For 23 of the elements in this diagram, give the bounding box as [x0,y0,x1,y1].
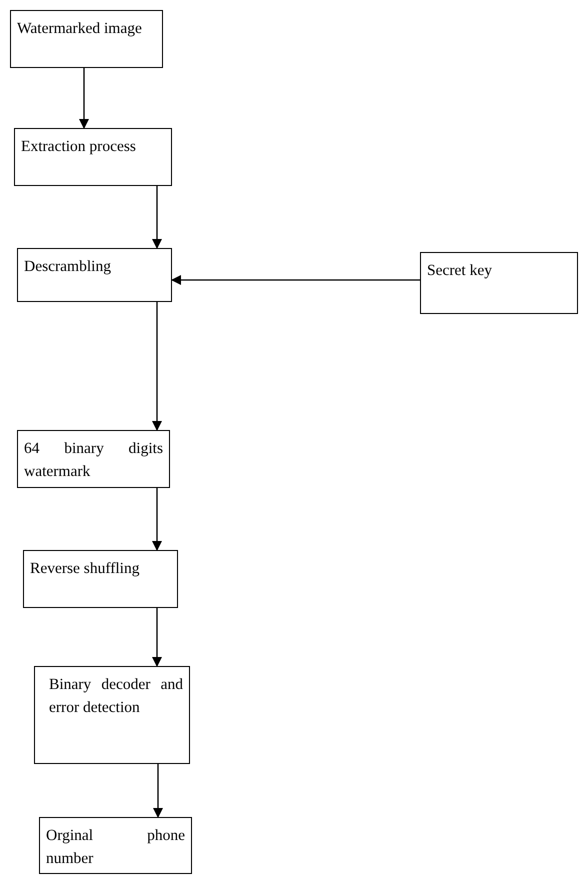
box-label: Descrambling [24,257,112,277]
box-label: Binary decoder and error detection [49,675,183,718]
arrow [152,488,162,551]
arrow [152,302,162,431]
box-label: Watermarked image [17,19,143,39]
process-box [34,666,190,764]
process-box [10,10,163,68]
box-label: Extraction process [21,137,137,157]
box-label: 64 binary digits watermark [24,439,163,482]
box-label: Orginal phone number [46,826,185,870]
process-box [14,128,172,186]
arrow [171,275,420,285]
arrow [153,764,163,818]
arrow [152,186,162,249]
box-label: Secret key [427,261,493,281]
process-box [23,550,178,608]
process-box [17,248,172,302]
process-box [39,817,192,874]
arrow [79,68,89,129]
arrow [152,608,162,667]
process-box [17,430,170,488]
box-label: Reverse shuffling [30,559,140,579]
process-box [420,252,578,314]
